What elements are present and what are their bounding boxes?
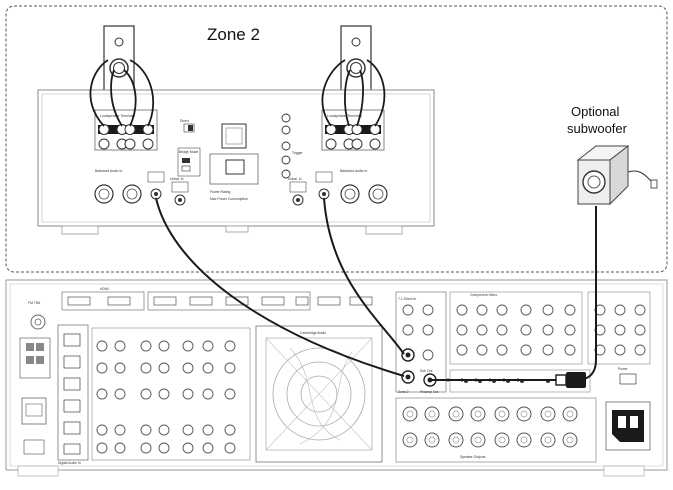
hdmi-ports: HDMI (61, 287, 373, 311)
subwoofer: Optional subwoofer (567, 104, 658, 206)
sub-cable-dots (446, 378, 520, 382)
preamp-block: 7.1 Direct In Sub Out Preamp Out Zone 2 (395, 291, 447, 394)
right-balanced-label: Balanced Audio In (340, 169, 367, 173)
zone2-out-label: Zone 2 (398, 390, 409, 394)
power-inlet (605, 401, 651, 451)
analog-input-columns (91, 327, 251, 461)
max-power-label: Max Power Consumption (210, 197, 248, 201)
zone2-right-cable (323, 197, 405, 355)
power-rating-label: Power Rating (210, 190, 230, 194)
sub-rca-plug (555, 372, 586, 388)
multichannel-label: 7.1 Direct In (398, 297, 416, 301)
speaker-cables (89, 59, 386, 127)
bridge-mode-label: Bridge Mode (179, 150, 198, 154)
subwoofer-label-line1: Optional (571, 104, 620, 119)
zone2-label: Zone 2 (207, 25, 260, 44)
component-video-block: Component Video (449, 291, 651, 365)
speaker-output-block: Speaker Outputs (395, 397, 597, 463)
right-unbalanced-label: Unbal. In (288, 177, 302, 181)
right-speaker-terminals: Loudspeaker Terminals (321, 109, 385, 151)
left-speaker (103, 25, 135, 93)
fm-label: FM 75Ω (28, 301, 41, 305)
direct-label: Direct (180, 119, 189, 123)
digital-in-label: Digital Audio In (58, 461, 81, 465)
left-inputs: Balanced Audio In Unbal. In (94, 169, 189, 206)
preamp-out-label: Preamp Out (420, 390, 438, 394)
left-speaker-terminals: Loudspeaker Terminals (94, 109, 158, 151)
sub-out-label: Sub Out (420, 369, 432, 373)
left-unbalanced-label: Unbal. In (170, 177, 184, 181)
power-amplifier-panel: Loudspeaker Terminals Loudspeaker Termin… (37, 89, 435, 235)
zone2-boundary (5, 5, 668, 273)
trigger-label: Trigger (292, 151, 303, 155)
subwoofer-label-line2: subwoofer (567, 121, 628, 136)
brand-label: Cambridge Audio (300, 331, 326, 335)
cooling-fan-grille: Cambridge Audio (255, 325, 383, 463)
power-label: Power (618, 367, 628, 371)
zone2-left-cable (155, 197, 405, 377)
component-label: Component Video (470, 293, 497, 297)
speaker-outputs-label: Speaker Outputs (460, 455, 486, 459)
left-io-block: Digital Audio In (19, 324, 89, 465)
left-balanced-label: Balanced Audio In (95, 169, 122, 173)
amplifier-centre-controls: Direct Bridge Mode Power Rating Max Powe… (177, 113, 303, 201)
right-terminals-label: Loudspeaker Terminals (327, 114, 362, 118)
hdmi-label: HDMI (100, 287, 109, 291)
